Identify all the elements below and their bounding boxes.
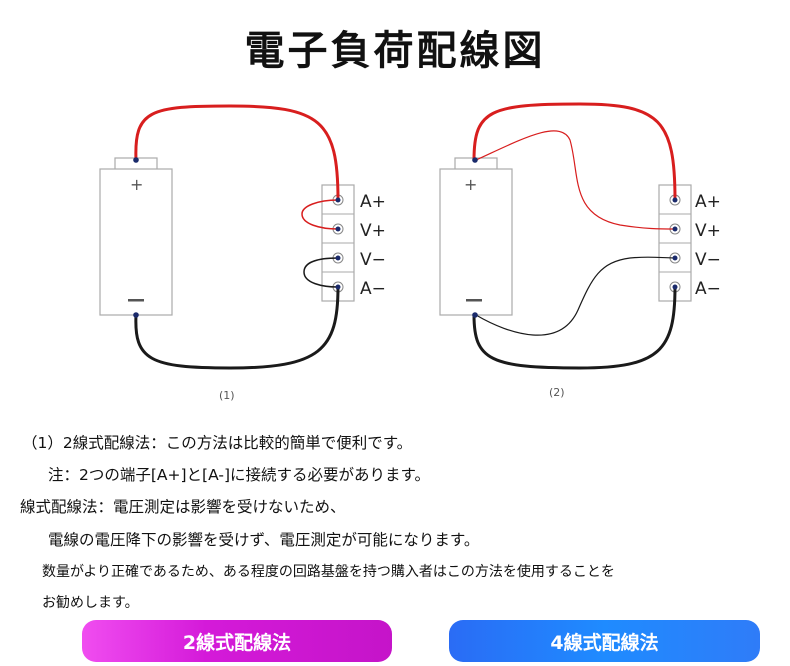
terminal-label-v-plus: V+ bbox=[695, 221, 721, 241]
description-note: 注：2つの端子[A+]と[A-]に接続する必要があります。 bbox=[48, 466, 430, 484]
sense-negative-wire bbox=[475, 256, 676, 336]
terminal-label-a-plus: A+ bbox=[695, 192, 721, 212]
description-line-6: お勧めします。 bbox=[42, 595, 139, 611]
terminal-label-v-minus: V− bbox=[695, 250, 721, 270]
four-wire-method-button[interactable]: 4線式配線法 bbox=[449, 620, 760, 662]
negative-wire bbox=[472, 286, 677, 370]
four-wire-method-label: 4線式配線法 bbox=[550, 631, 659, 654]
battery-plus-label: + bbox=[464, 175, 477, 194]
sense-positive-jumper bbox=[301, 199, 339, 230]
terminal-label-a-minus: A− bbox=[695, 279, 721, 299]
sense-negative-jumper bbox=[303, 257, 339, 288]
terminal-label-v-plus: V+ bbox=[360, 221, 386, 241]
two-wire-method-label: 2線式配線法 bbox=[182, 631, 292, 654]
battery-plus-label: + bbox=[130, 175, 143, 194]
description-line-3: 線式配線法：電圧測定は影響を受けないため、 bbox=[20, 498, 346, 516]
page-title: 電子負荷配線図 bbox=[244, 28, 546, 74]
terminal-label-a-minus: A− bbox=[360, 279, 386, 299]
terminal-label-v-minus: V− bbox=[360, 250, 386, 270]
caption-1: (1) bbox=[219, 389, 235, 402]
wiring-diagram: + A+ V+ V− A− (1) + bbox=[99, 102, 721, 402]
diagram-four-wire: + A+ V+ V− A− (2) bbox=[439, 102, 721, 399]
terminal-label-a-plus: A+ bbox=[360, 192, 386, 212]
positive-wire bbox=[472, 102, 677, 201]
caption-2: (2) bbox=[549, 386, 565, 399]
description-line-5: 数量がより正確であるため、ある程度の回路基盤を持つ購入者はこの方法を使用すること… bbox=[42, 564, 615, 580]
battery-minus-mark bbox=[466, 299, 482, 302]
sense-positive-wire bbox=[475, 130, 676, 230]
diagram-two-wire: + A+ V+ V− A− (1) bbox=[99, 104, 386, 402]
negative-wire bbox=[134, 286, 340, 370]
battery-minus-mark bbox=[128, 299, 144, 302]
positive-wire bbox=[134, 104, 340, 201]
description-line-1: （1）2線式配線法：この方法は比較的簡単で便利です。 bbox=[22, 434, 413, 452]
two-wire-method-button[interactable]: 2線式配線法 bbox=[82, 620, 392, 662]
description-line-4: 電線の電圧降下の影響を受けず、電圧測定が可能になります。 bbox=[48, 531, 480, 549]
